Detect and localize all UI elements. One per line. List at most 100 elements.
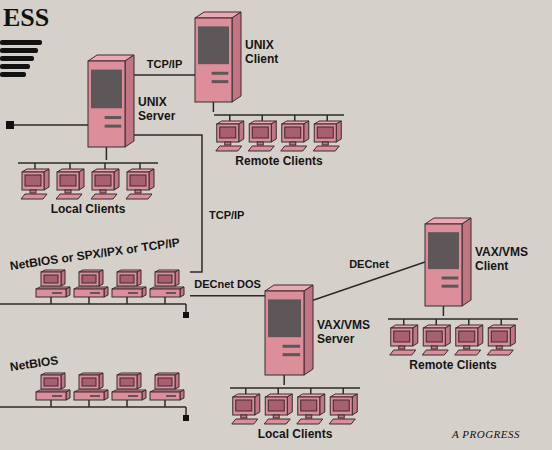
- drive-slot: [105, 116, 122, 119]
- monitor-screen: [317, 127, 333, 138]
- terminal-icon: [297, 394, 325, 424]
- monitor-screen: [44, 275, 58, 283]
- pc-side: [142, 287, 146, 297]
- monitor-screen: [459, 331, 475, 342]
- server-computer: UNIX Server: [88, 55, 134, 147]
- keyboard: [232, 419, 258, 424]
- keyboard: [248, 146, 274, 151]
- monitor-side: [336, 121, 341, 142]
- drive-slot: [105, 125, 122, 128]
- monitor-screen: [158, 275, 172, 283]
- terminal-icon: [422, 325, 450, 355]
- monitor-side: [137, 373, 141, 389]
- drop-line: [343, 388, 345, 394]
- keyboard: [422, 350, 448, 355]
- cable-line: [185, 407, 187, 415]
- monitor-front: [41, 375, 61, 389]
- pc-icon: [36, 373, 70, 400]
- monitor-front: [391, 328, 413, 346]
- monitor-front: [22, 172, 44, 190]
- cable-line: [14, 124, 88, 126]
- drive-slot: [166, 292, 176, 294]
- node-label: Local Clients: [18, 202, 158, 216]
- keyboard: [390, 350, 416, 355]
- pc-side: [66, 287, 70, 297]
- tower-side: [232, 12, 241, 102]
- monitor-side: [61, 270, 65, 286]
- node-label: UNIX Client: [245, 38, 297, 66]
- terminal-icon: [487, 325, 515, 355]
- drive-slot: [212, 72, 229, 75]
- tower-side: [304, 285, 313, 375]
- tower-panel: [91, 70, 122, 109]
- monitor-screen: [333, 400, 349, 411]
- monitor-front: [330, 397, 352, 415]
- terminal-icon: [21, 169, 49, 199]
- pc-side: [142, 390, 146, 400]
- drive-slot: [52, 395, 62, 397]
- terminal-row: [214, 115, 344, 151]
- drop-line: [294, 115, 296, 121]
- monitor-stand: [100, 190, 106, 193]
- monitor-side: [320, 394, 325, 415]
- terminal-group: Remote Clients: [214, 112, 344, 170]
- pc-row: [0, 270, 189, 318]
- pc-front: [74, 392, 104, 400]
- monitor-side: [352, 394, 357, 415]
- logo-stripe: [0, 64, 30, 69]
- pc-icon: [150, 373, 184, 400]
- pc-side: [104, 390, 108, 400]
- monitor-front: [314, 124, 336, 142]
- monitor-side: [413, 325, 418, 346]
- monitor-side: [99, 373, 103, 389]
- terminal-row: [18, 163, 158, 199]
- pc-icon: [74, 373, 108, 400]
- terminal-icon: [216, 121, 244, 151]
- computer-tower: [425, 218, 471, 306]
- pc-network: NetBIOS: [8, 345, 190, 409]
- pc-icon: [74, 270, 108, 297]
- monitor-screen: [394, 331, 410, 342]
- pc-side: [180, 287, 184, 297]
- tower-front: [425, 224, 462, 306]
- node-label: UNIX Server: [138, 95, 190, 123]
- drop-line: [403, 319, 405, 325]
- logo-text: ESS: [3, 4, 49, 32]
- tower-panel: [428, 232, 459, 269]
- keyboard: [455, 350, 481, 355]
- monitor-front: [423, 328, 445, 346]
- monitor-screen: [285, 127, 301, 138]
- server-computer: VAX/VMS Server: [265, 285, 313, 375]
- credit-text: A PROGRESS: [452, 428, 520, 441]
- drop-line: [126, 400, 128, 407]
- monitor-screen: [301, 400, 317, 411]
- drop-line: [262, 115, 264, 121]
- logo-stripes: [0, 40, 42, 77]
- tower-front: [265, 291, 304, 375]
- pc-network: NetBIOS or SPX/IPX or TCP/IP: [8, 232, 190, 306]
- cable-terminator: [183, 415, 189, 421]
- protocol-label: TCP/IP: [145, 58, 184, 71]
- tower-side: [462, 218, 471, 306]
- network-link: [283, 375, 285, 385]
- node-label: NetBIOS: [9, 353, 59, 374]
- monitor-side: [478, 325, 483, 346]
- terminal-icon: [91, 169, 119, 199]
- protocol-label: DECnet DOS: [192, 278, 263, 291]
- monitor-stand: [241, 415, 247, 418]
- network-link: [190, 295, 265, 297]
- client-computer: VAX/VMS Client: [425, 218, 471, 306]
- drop-line: [139, 163, 141, 169]
- terminal-icon: [390, 325, 418, 355]
- drop-line: [88, 400, 90, 407]
- logo-stripe: [0, 72, 26, 77]
- node-label: Remote Clients: [214, 154, 344, 168]
- logo-stripe: [0, 48, 38, 53]
- node-art: [265, 285, 313, 391]
- monitor-stand: [496, 346, 502, 349]
- node-art: [18, 160, 158, 234]
- monitor-front: [265, 397, 287, 415]
- monitor-screen: [25, 175, 41, 186]
- node-label: VAX/VMS Client: [475, 245, 537, 273]
- node-art: [214, 112, 344, 186]
